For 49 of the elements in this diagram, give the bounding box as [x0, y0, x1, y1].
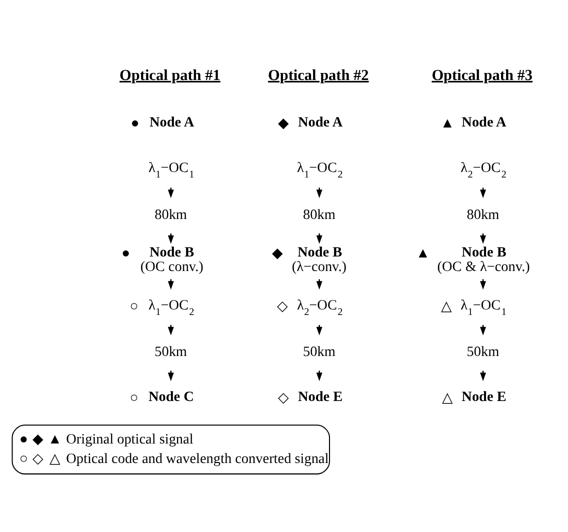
label: △: [49, 450, 60, 466]
node-label: ○: [130, 298, 138, 314]
node-text: 50km: [466, 344, 500, 360]
node-label: ●: [122, 245, 130, 262]
node-label: △: [442, 389, 453, 406]
node-text: Node C: [148, 388, 194, 404]
node-text: Node A: [150, 114, 194, 130]
node-text: λ$_{1}$−OC$_{2}$: [148, 296, 194, 318]
label: Optical path #3: [432, 66, 533, 84]
label: ◆: [32, 431, 44, 448]
legend-label: Original optical signal: [66, 431, 194, 448]
node-text: Node E: [462, 388, 506, 404]
node-label: ○: [130, 389, 138, 406]
label: ○: [19, 450, 28, 466]
arrow: [316, 370, 322, 381]
arrow: [316, 187, 322, 198]
node-text: 50km: [303, 344, 336, 360]
legend-label: Optical code and wavelength converted signal: [66, 450, 329, 466]
node-text: λ$_{2}$−OC$_{2}$: [296, 296, 343, 318]
node-text: Node B (OC conv.): [140, 244, 204, 274]
node-text: Node A: [298, 114, 343, 130]
arrow: [316, 232, 322, 244]
node-text: Node B (λ−conv.): [292, 244, 347, 274]
arrow: [316, 278, 322, 290]
arrow: [316, 324, 322, 335]
node-text: 80km: [154, 206, 187, 222]
node-text: λ$_{2}$−OC$_{2}$: [460, 160, 506, 180]
node-label: ●: [130, 114, 140, 131]
node-text: λ$_{1}$−OC$_{1}$: [148, 160, 194, 180]
node-text: Node E: [298, 388, 343, 404]
node-label: △: [440, 298, 452, 314]
label: Optical path #2: [268, 66, 369, 84]
node-text: 50km: [154, 344, 187, 360]
label: ▲: [48, 431, 62, 448]
node-text: λ$_{1}$−OC$_{2}$: [296, 160, 343, 180]
node-text: Node B (OC & λ−conv.): [437, 244, 530, 274]
node-text: Node A: [462, 114, 506, 130]
node-label: ◆: [278, 114, 290, 131]
node-label: ◇: [278, 389, 290, 406]
node-label: ◆: [272, 245, 284, 262]
label: Optical path #1: [120, 66, 220, 84]
node-label: ▲: [440, 114, 454, 131]
node-text: λ$_{1}$−OC$_{1}$: [460, 296, 506, 318]
node-text: 80km: [466, 206, 500, 222]
label: ●: [19, 431, 28, 448]
node-label: ◇: [277, 298, 288, 314]
label: ◇: [32, 450, 44, 466]
node-label: ▲: [416, 245, 430, 262]
node-text: 80km: [303, 206, 336, 222]
